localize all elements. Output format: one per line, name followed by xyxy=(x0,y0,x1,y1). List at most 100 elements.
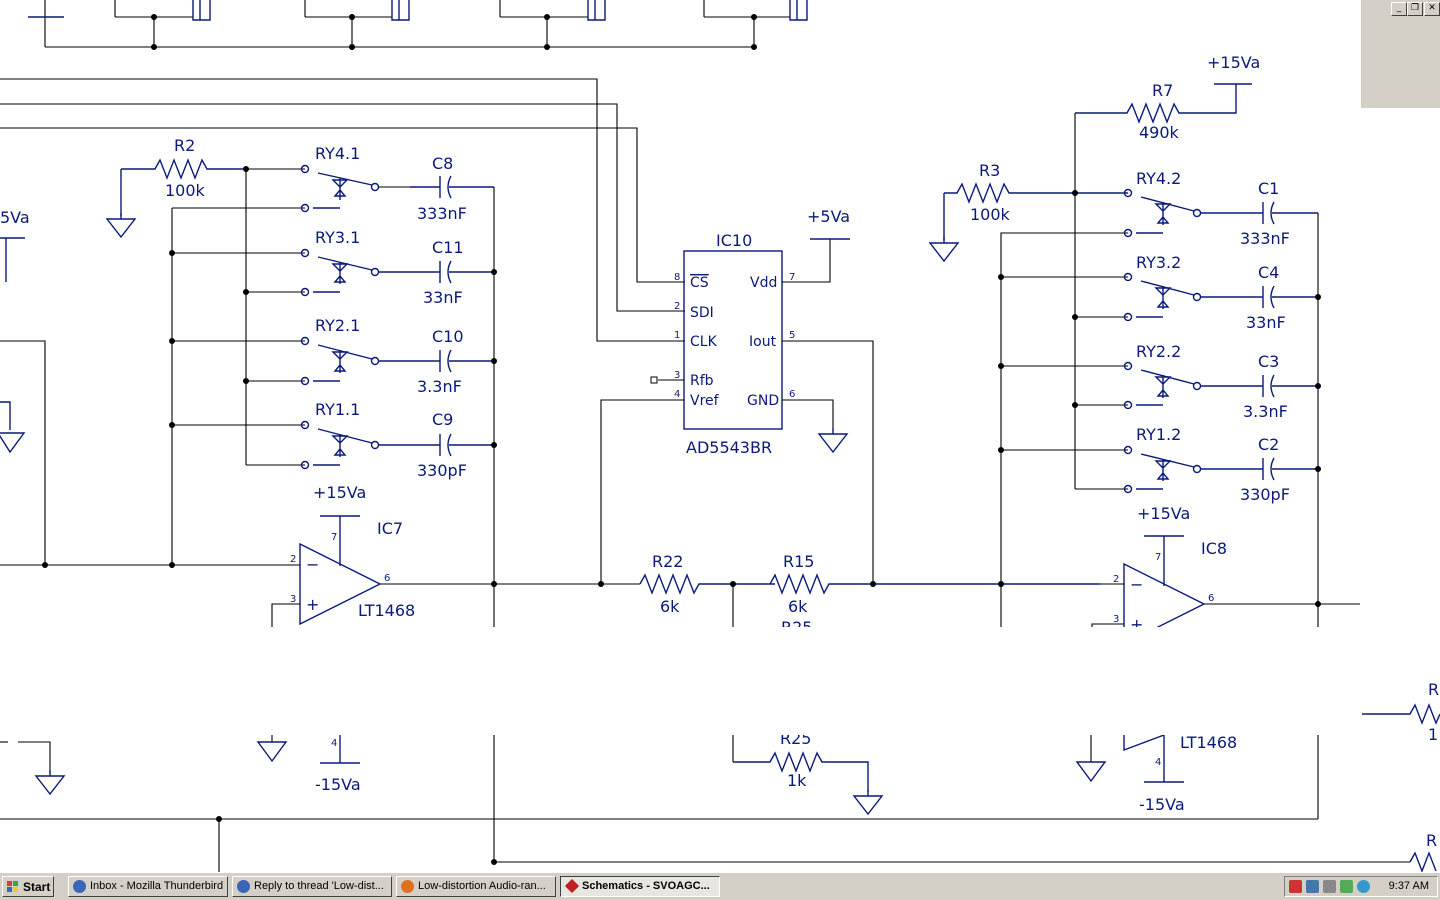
svg-text:Vdd: Vdd xyxy=(750,275,777,291)
ic8-part: LT1468 xyxy=(1180,733,1237,752)
taskbar-item-reply-thread[interactable]: Reply to thread 'Low-dist... xyxy=(232,876,392,897)
svg-text:6: 6 xyxy=(1208,593,1214,604)
svg-text:CLK: CLK xyxy=(690,334,718,350)
taskbar-item-thunderbird-inbox[interactable]: Inbox - Mozilla Thunderbird xyxy=(68,876,228,897)
svg-text:6: 6 xyxy=(384,573,390,584)
svg-text:−: − xyxy=(1130,575,1143,594)
svg-text:4: 4 xyxy=(674,389,680,400)
svg-text:4: 4 xyxy=(331,738,337,749)
restore-button[interactable]: ❐ xyxy=(1407,2,1423,16)
thunderbird-icon xyxy=(237,880,250,893)
svg-text:7: 7 xyxy=(789,272,795,283)
svg-text:Iout: Iout xyxy=(749,334,777,350)
clock[interactable]: 9:37 AM xyxy=(1388,880,1429,892)
r7-ref: R7 xyxy=(1152,81,1173,100)
ry1-2-label: RY1.2 xyxy=(1136,425,1181,444)
svg-text:+: + xyxy=(306,595,319,614)
tray-icon-1[interactable] xyxy=(1289,880,1302,893)
feedback-resistors: R22 6k R15 6k R25 xyxy=(639,552,1100,637)
c4-ref: C4 xyxy=(1258,263,1279,282)
ic7-vneg-rail: -15Va xyxy=(315,775,361,794)
background-window-fragment: _ ❐ ✕ xyxy=(1360,0,1440,108)
lower-section: 4 -15Va R25 1k 4 LT1468 -15Va R 1 R xyxy=(0,680,1440,872)
c9-value: 330pF xyxy=(417,461,467,480)
svg-text:7: 7 xyxy=(331,532,337,543)
svg-text:5Va: 5Va xyxy=(0,208,30,227)
svg-text:6: 6 xyxy=(789,389,795,400)
svg-text:Rfb: Rfb xyxy=(690,373,714,389)
ic7-ref: IC7 xyxy=(377,519,403,538)
ry4-2-label: RY4.2 xyxy=(1136,169,1181,188)
svg-text:3: 3 xyxy=(290,594,296,605)
taskbar: Start Inbox - Mozilla Thunderbird Reply … xyxy=(0,872,1440,900)
system-tray: 9:37 AM xyxy=(1284,876,1438,897)
left-filter-bank: R2 100k RY4.1 RY3.1 xyxy=(0,136,640,627)
ic8-ref: IC8 xyxy=(1201,539,1227,558)
svg-text:1: 1 xyxy=(674,330,680,341)
ic8-vpos-rail: +15Va xyxy=(1137,504,1190,523)
tray-icon-3[interactable] xyxy=(1323,880,1336,893)
ic8-opamp: −+ +15Va IC8 2 3 6 7 xyxy=(1091,504,1360,646)
ic7-opamp: −+ +15Va IC7 LT1468 2 3 6 7 xyxy=(172,483,640,627)
ry2-1-label: RY2.1 xyxy=(315,316,360,335)
svg-text:R: R xyxy=(1426,831,1437,850)
schematic-canvas[interactable]: R 2 100k RY4.1 RY3.1 xyxy=(0,0,1440,872)
relay-ry4-2: RY4.2 xyxy=(1123,169,1202,238)
r22-value: 6k xyxy=(660,597,680,616)
r7-value: 490k xyxy=(1139,123,1180,142)
taskbar-item-firefox[interactable]: Low-distortion Audio-ran... xyxy=(396,876,556,897)
svg-text:R: R xyxy=(1428,680,1439,699)
c10-ref: C10 xyxy=(432,327,464,346)
control-bus xyxy=(0,78,685,342)
taskbar-item-schematics[interactable]: Schematics - SVOAGC... xyxy=(560,876,720,897)
svg-text:3: 3 xyxy=(674,370,680,381)
svg-text:−: − xyxy=(306,555,319,574)
ry4-1-label: RY4.1 xyxy=(315,144,360,163)
c8-value: 333nF xyxy=(417,204,467,223)
svg-text:GND: GND xyxy=(747,393,779,409)
ry3-2-label: RY3.2 xyxy=(1136,253,1181,272)
capacitors-right: C1 333nF C4 33nF C3 3.3nF C2 330pF xyxy=(1200,179,1318,504)
ry1-1-label: RY1.1 xyxy=(315,400,360,419)
close-button[interactable]: ✕ xyxy=(1424,2,1440,16)
c8-ref: C8 xyxy=(432,154,453,173)
svg-text:1: 1 xyxy=(1428,725,1438,744)
r15-value: 6k xyxy=(788,597,808,616)
left-edge-fragments: 5Va xyxy=(0,208,172,568)
minimize-button[interactable]: _ xyxy=(1391,2,1407,16)
svg-text:7: 7 xyxy=(1155,552,1161,563)
network-icon[interactable] xyxy=(1306,880,1319,893)
ic7-part: LT1468 xyxy=(358,601,415,620)
c2-ref: C2 xyxy=(1258,435,1279,454)
svg-text:4: 4 xyxy=(1155,757,1161,768)
ic10-part: AD5543BR xyxy=(686,438,772,457)
c3-value: 3.3nF xyxy=(1243,402,1288,421)
c9-ref: C9 xyxy=(432,410,453,429)
relay-ry2-1: RY2.1 xyxy=(172,316,380,386)
r3-ref: R3 xyxy=(979,161,1000,180)
c2-value: 330pF xyxy=(1240,485,1290,504)
tray-icon-5[interactable] xyxy=(1357,880,1370,893)
ry2-2-label: RY2.2 xyxy=(1136,342,1181,361)
svg-text:2: 2 xyxy=(290,554,296,565)
c1-ref: C1 xyxy=(1258,179,1279,198)
svg-text:2: 2 xyxy=(674,301,680,312)
r22-ref: R22 xyxy=(652,552,683,571)
relay-ry2-2: RY2.2 xyxy=(1001,342,1202,410)
top-wiring xyxy=(28,0,808,50)
capacitors-left: C8 333nF C11 33nF C10 3.3nF C9 330pF xyxy=(378,154,494,480)
relay-ry3-1: RY3.1 xyxy=(172,228,380,297)
unrendered-band xyxy=(0,627,1362,735)
svg-text:Vref: Vref xyxy=(690,393,720,409)
c3-ref: C3 xyxy=(1258,352,1279,371)
right-filter-bank: +15Va R7 490k R3 100k RY4.2 RY3.2 xyxy=(929,53,1360,646)
r2-value: 100k xyxy=(165,181,206,200)
relay-ry1-1: RY1.1 xyxy=(172,400,380,470)
schematic-drawing: R 2 100k RY4.1 RY3.1 xyxy=(0,0,1440,872)
start-button[interactable]: Start xyxy=(2,876,54,897)
svg-text:CS: CS xyxy=(690,275,709,291)
svg-text:5: 5 xyxy=(789,330,795,341)
c1-value: 333nF xyxy=(1240,229,1290,248)
start-label: Start xyxy=(23,880,51,894)
tray-icon-4[interactable] xyxy=(1340,880,1353,893)
